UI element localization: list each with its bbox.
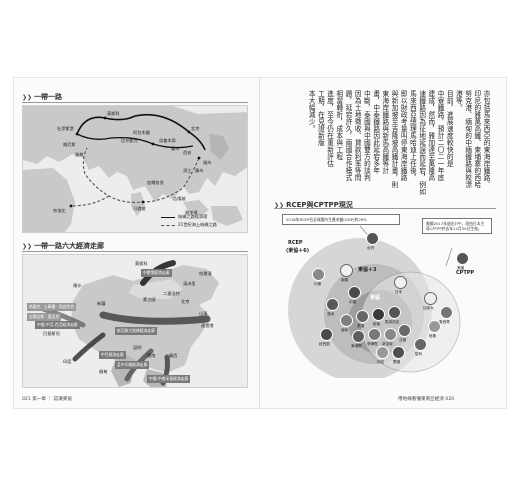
map2-label-erlianhot: 二連浩特 — [163, 291, 180, 296]
map-label-athens: 雅典 — [75, 152, 84, 157]
map2-label-kashgar: 喀什 — [73, 283, 82, 288]
flag-canada-icon — [424, 292, 437, 305]
flag-newzealand-icon — [320, 328, 333, 341]
cptpp-note: 美國2017年退出TPP，改由日本主導CPTPP於去年12月30日生效。 — [422, 218, 492, 234]
book-gutter — [259, 78, 260, 408]
corridor-tag-new-eurasian-bridge: 新亞歐大陸橋經濟走廊 — [115, 327, 157, 335]
flag-brunei-icon — [398, 324, 411, 337]
corridor-tag-china-mongolia-russia: 中蒙俄經濟走廊 — [141, 269, 172, 277]
map-label-kuala-lumpur: 吉隆坡 — [173, 196, 186, 201]
map2-label-shandong: 山東 — [199, 311, 208, 316]
section-title-corridors: ❯❯ 一帶一路六大經濟走廊 — [22, 242, 105, 250]
corridors-map-graphic — [40, 260, 219, 387]
flag-thailand-icon — [356, 310, 369, 323]
body-text-vertical: 亦包括馬來西亞的東海岸鐵路、 印尼的雅萬高鐵、柬埔寨的西哈 努克港、緬甸的中緬鐵… — [307, 90, 491, 195]
map2-label-harbin: 哈爾濱 — [199, 271, 212, 276]
map-label-nairobi: 奈洛比 — [53, 208, 66, 213]
chevron-right-icon: ❯❯ — [22, 93, 33, 101]
left-page-footer: 021 第一章 ｜ 認識東協 — [22, 397, 72, 402]
right-page-footer: 用地緣看懂東南亞經濟 020 — [398, 397, 455, 402]
flag-mexico-icon — [440, 306, 453, 319]
map-label-kolkata: 加爾各答 — [147, 180, 164, 185]
rcep-cptpp-diagram: 2018年RCEP佔全球國內生產毛額(GDP)約29% 美國2017年退出TPP… — [274, 210, 496, 382]
chevron-right-icon: ❯❯ — [22, 242, 33, 250]
map-label-zhanjiang: 湛江 — [183, 168, 192, 173]
flag-india-icon — [312, 268, 325, 281]
corridor-tag-china-indochina: 中國-中南半島經濟走廊 — [147, 375, 191, 383]
map-label-urumqi: 烏魯木齊 — [159, 138, 176, 143]
flag-peru-icon — [428, 320, 441, 333]
section-title-belt-road: ❯❯ 一帶一路 — [22, 93, 63, 101]
flag-vietnam-icon — [372, 308, 385, 321]
map-label-bishkek: 比什凱克 — [121, 138, 138, 143]
map2-label-lianyungang: 連雲港 — [201, 323, 214, 328]
flag-chile-icon — [414, 338, 427, 351]
map2-label-xinjiang: 新疆 — [97, 301, 106, 306]
corridor-tag-china-pakistan: 中巴經濟走廊 — [99, 351, 126, 359]
flag-myanmar-icon — [340, 314, 353, 327]
asean-label: 東協 — [370, 295, 381, 301]
flag-indonesia-icon — [376, 346, 389, 359]
flag-china-icon — [348, 286, 361, 299]
legend-sea-route: 21世紀海上絲綢之路 — [161, 222, 217, 228]
legend-land-route: 絲綢之路經濟帶 — [161, 214, 207, 220]
map-label-lanzhou: 蘭州 — [171, 146, 180, 151]
flag-taiwan-icon — [366, 232, 379, 245]
legend-solid-line — [161, 216, 175, 218]
map-label-moscow: 莫斯科 — [107, 111, 120, 116]
flag-malaysia-icon — [388, 306, 401, 319]
asean-plus-three-label: 東協＋3 — [358, 267, 377, 273]
map-label-colombo: 可倫坡 — [133, 206, 146, 211]
corridor-tag-china-central-west-asia: 中國-中亞-西亞經濟走廊 — [35, 321, 80, 329]
rcep-sub-label: (東協＋6) — [286, 248, 310, 254]
legend-dashed-line — [161, 224, 175, 226]
section-rule — [22, 102, 248, 103]
map2-label-mongolia: 蒙古國 — [143, 297, 156, 302]
corridor-tag-bcim: 孟中印緬經濟走廊 — [115, 361, 150, 369]
map2-label-manzhouli: 滿洲里 — [183, 281, 196, 286]
map2-label-india: 印度 — [63, 359, 72, 364]
map-label-duisburg: 杜伊斯堡 — [57, 126, 74, 131]
flag-singapore-icon — [384, 328, 397, 341]
cptpp-label: CPTPP — [456, 270, 475, 276]
map-label-almaty: 阿拉木圖 — [133, 130, 150, 135]
map2-label-pakistan: 巴基斯坦 — [43, 331, 60, 336]
flag-laos-icon — [392, 346, 405, 359]
map-label-jakarta: 雅加達 — [185, 210, 198, 215]
flag-philippines-icon — [368, 328, 381, 341]
map2-label-myanmar: 緬甸 — [99, 369, 108, 374]
map-label-beijing: 北京 — [191, 126, 200, 131]
rcep-gdp-note: 2018年RCEP佔全球國內生產毛額(GDP)約29% — [282, 214, 400, 225]
rcep-label: RCEP — [288, 240, 303, 246]
map-label-guangzhou: 廣州 — [195, 168, 204, 173]
map-label-venice: 威尼斯 — [63, 142, 76, 147]
map2-label-beijing: 北京 — [181, 299, 190, 304]
map-label-xian: 西安 — [183, 150, 192, 155]
map2-label-guangxi: 廣西 — [169, 353, 178, 358]
map-label-fuzhou: 福州 — [203, 160, 212, 165]
corridor-tag-kyrgyz-tajik: 吉爾吉斯 · 塔吉克 — [27, 313, 62, 321]
corridor-tag-kazakh-turkmen-uzbek: 哈薩克 · 土庫曼 · 烏茲別克 — [27, 303, 77, 311]
section-rule — [22, 251, 248, 252]
corridors-map: 莫斯科 哈爾濱 滿洲里 新疆 喀什 蒙古國 北京 二連浩特 山東 連雲港 巴基斯… — [22, 254, 248, 388]
belt-road-map-graphic — [23, 106, 247, 232]
flag-australia-icon — [326, 298, 339, 311]
chevron-right-icon: ❯❯ — [274, 201, 285, 209]
flag-japan-icon — [394, 276, 407, 289]
flag-usa-icon — [456, 252, 469, 265]
map2-label-kunming: 昆明 — [133, 345, 142, 350]
belt-road-map: 莫斯科 杜伊斯堡 威尼斯 雅典 阿拉木圖 比什凱克 烏魯木齊 西安 北京 蘭州 … — [22, 105, 248, 233]
flag-cambodia-icon — [352, 330, 365, 343]
flag-korea-icon — [340, 264, 353, 277]
section-rule — [274, 208, 496, 209]
map2-label-yunnan: 雲南 — [147, 353, 156, 358]
section-title-rcep: ❯❯ RCEP與CPTPP現況 — [274, 201, 353, 209]
map2-label-moscow: 莫斯科 — [135, 261, 148, 266]
